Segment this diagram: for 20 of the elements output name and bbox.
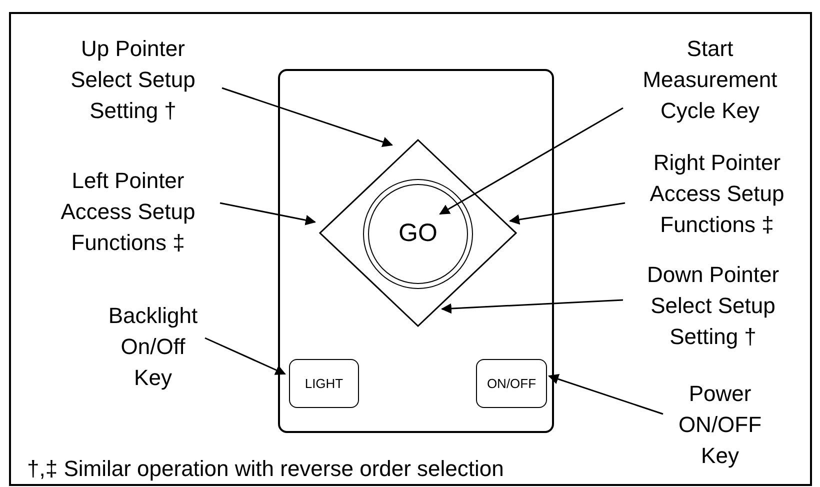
callout-text: Down Pointer Select Setup Setting †: [625, 259, 801, 352]
callout-text: Backlight On/Off Key: [101, 300, 205, 393]
key-button: ON/OFF: [476, 359, 547, 408]
leader-arrow: [440, 299, 624, 314]
leader-arrow: [204, 337, 286, 375]
callout-text: Right Pointer Access Setup Functions ‡: [627, 147, 807, 240]
callout-text: Start Measurement Cycle Key: [625, 33, 795, 126]
footnote: †,‡ Similar operation with reverse order selection: [27, 455, 504, 483]
leader-arrow: [508, 202, 626, 225]
callout-text: Up Pointer Select Setup Setting †: [63, 33, 203, 126]
leader-arrow: [439, 107, 624, 215]
device-body: [278, 69, 554, 433]
leader-arrow: [220, 202, 316, 226]
callout-text: Power ON/OFF Key: [665, 378, 775, 471]
callout-text: Left Pointer Access Setup Functions ‡: [38, 165, 218, 258]
key-button: LIGHT: [289, 359, 359, 408]
leader-arrow: [222, 87, 393, 147]
pointer-keys-diamond: [319, 139, 517, 327]
go-key: GO: [363, 179, 473, 289]
leader-arrow: [548, 374, 664, 415]
